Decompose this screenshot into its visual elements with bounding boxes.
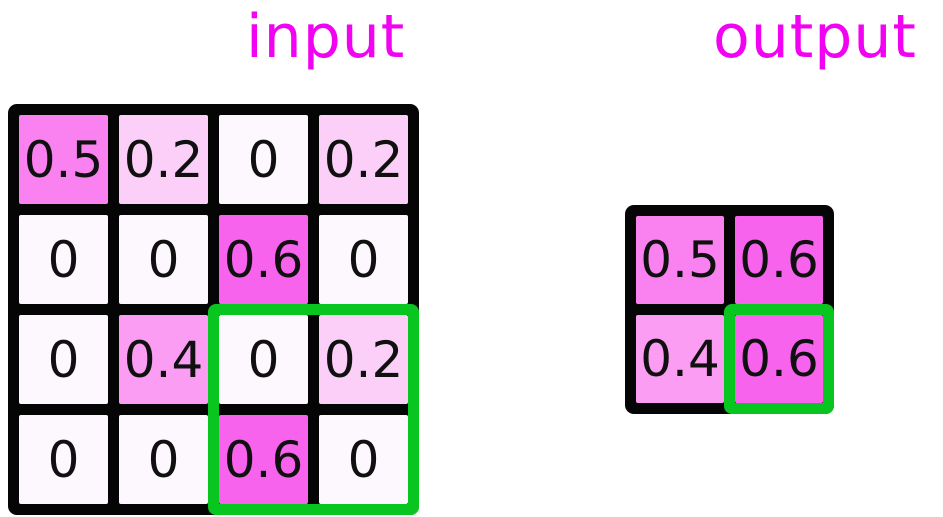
input-grid: 0.5 0.2 0 0.2 0 0 0.6 0 0 0.4 0 0.2 0 0 … — [8, 104, 419, 515]
output-cell-0-0: 0.5 — [636, 216, 724, 304]
input-cell-0-2: 0 — [219, 115, 308, 204]
input-cell-0-3: 0.2 — [319, 115, 408, 204]
input-cell-1-0: 0 — [19, 215, 108, 304]
input-cell-0-1: 0.2 — [119, 115, 208, 204]
output-title: output — [713, 2, 917, 72]
input-cell-3-3: 0 — [319, 415, 408, 504]
output-grid: 0.5 0.6 0.4 0.6 — [625, 205, 834, 414]
output-cell-1-0: 0.4 — [636, 315, 724, 403]
output-cell-1-1: 0.6 — [735, 315, 823, 403]
input-cell-1-2: 0.6 — [219, 215, 308, 304]
input-cell-2-2: 0 — [219, 315, 308, 404]
input-title: input — [246, 2, 406, 72]
input-cell-2-1: 0.4 — [119, 315, 208, 404]
input-cell-2-3: 0.2 — [319, 315, 408, 404]
input-cell-3-0: 0 — [19, 415, 108, 504]
output-cell-0-1: 0.6 — [735, 216, 823, 304]
input-cell-3-1: 0 — [119, 415, 208, 504]
input-cell-2-0: 0 — [19, 315, 108, 404]
input-cell-1-3: 0 — [319, 215, 408, 304]
input-cell-1-1: 0 — [119, 215, 208, 304]
input-cell-0-0: 0.5 — [19, 115, 108, 204]
input-cell-3-2: 0.6 — [219, 415, 308, 504]
